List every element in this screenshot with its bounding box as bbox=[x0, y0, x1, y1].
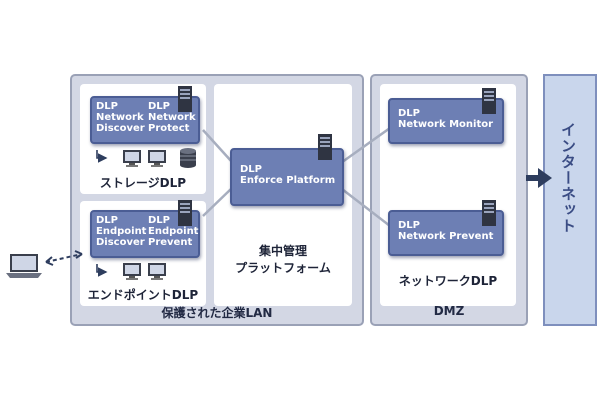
network-discover-label: DLP Network Discover bbox=[96, 101, 145, 134]
corporate-lan-label: 保護された企業LAN bbox=[161, 306, 273, 320]
network-protect-label: DLP Network Protect bbox=[148, 101, 196, 134]
monitor-icon bbox=[148, 263, 166, 280]
endpoint-discover-label: DLP Endpoint Discover bbox=[96, 215, 147, 248]
server-icon bbox=[178, 86, 192, 112]
monitor-icon bbox=[123, 150, 141, 167]
monitor-icon bbox=[123, 263, 141, 280]
internet-arrow-icon bbox=[526, 168, 552, 188]
internet-label: インターネット bbox=[559, 122, 577, 234]
endpoint-dlp-caption: エンドポイントDLP bbox=[87, 288, 199, 302]
server-icon bbox=[318, 134, 332, 160]
storage-arrow-icon bbox=[96, 150, 108, 163]
network-dlp-caption: ネットワークDLP bbox=[398, 274, 498, 288]
network-prevent-label: DLP Network Prevent bbox=[398, 220, 494, 242]
database-icon bbox=[180, 148, 196, 168]
laptop-icon bbox=[6, 254, 42, 278]
endpoint-prevent-label: DLP Endpoint Prevent bbox=[148, 215, 199, 248]
connector-lines bbox=[202, 126, 391, 227]
server-icon bbox=[482, 200, 496, 226]
server-icon bbox=[482, 88, 496, 114]
endpoint-arrow-icon bbox=[96, 264, 108, 277]
storage-dlp-caption: ストレージDLP bbox=[99, 176, 187, 190]
internet-zone bbox=[543, 74, 597, 326]
monitor-icon bbox=[148, 150, 166, 167]
network-discover-node: DLP Network Discover DLP Network Protect bbox=[90, 96, 200, 144]
laptop-link-arrow-icon bbox=[45, 250, 83, 266]
network-monitor-label: DLP Network Monitor bbox=[398, 108, 494, 130]
dmz-label: DMZ bbox=[433, 304, 465, 318]
central-management-caption: 集中管理 プラットフォーム bbox=[235, 244, 331, 275]
server-icon bbox=[178, 200, 192, 226]
enforce-platform-label: DLP Enforce Platform bbox=[240, 164, 336, 186]
